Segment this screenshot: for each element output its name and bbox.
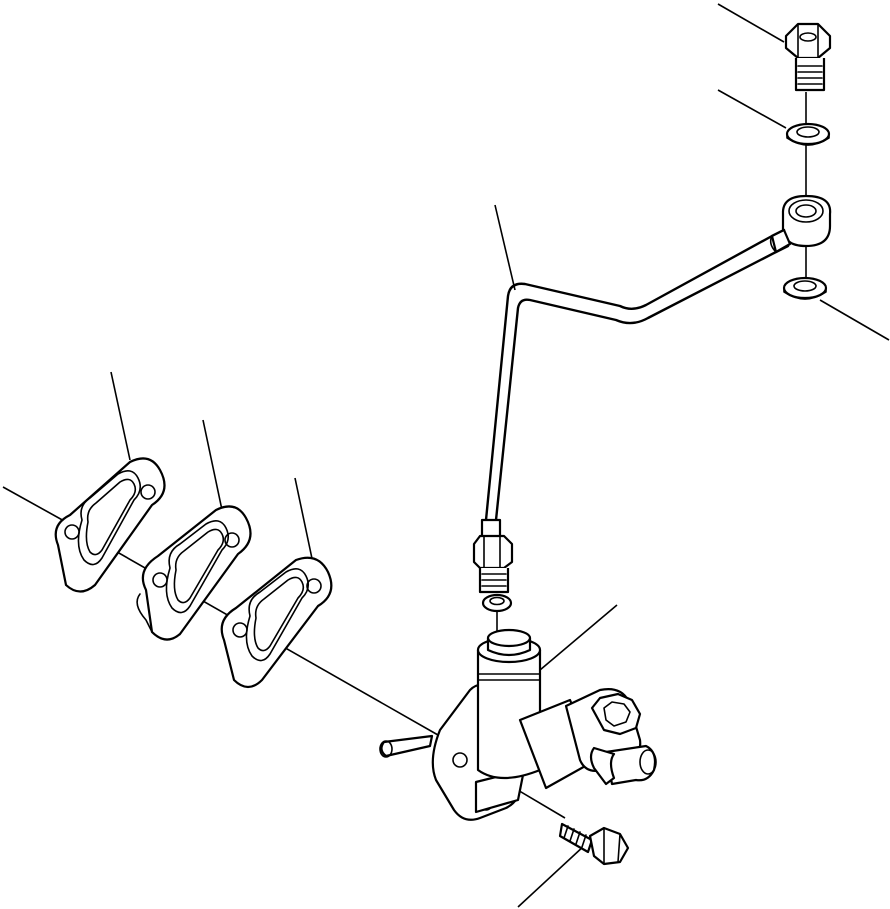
assembly-axis-lines <box>74 92 807 819</box>
flange-gasket-icon <box>136 505 252 641</box>
flare-nut-icon <box>472 534 514 594</box>
pump-body-icon <box>379 628 657 821</box>
sealing-washer-icon <box>782 276 828 300</box>
leader-lines <box>2 3 890 908</box>
leader-line-mounting-bolt <box>517 844 586 908</box>
hex-head-bolt-icon <box>558 822 630 866</box>
leader-line-gasket-1 <box>110 371 131 461</box>
leader-line-gasket-3 <box>294 477 315 569</box>
leader-line-feed-pump <box>539 604 618 671</box>
leader-line-upper-washer <box>717 89 787 129</box>
leader-line-gasket-2 <box>202 419 223 511</box>
ring-icon <box>481 593 513 613</box>
leader-line-banjo-bolt <box>717 3 785 43</box>
leader-line-fuel-pipe <box>494 204 516 291</box>
hex-head-bolt-icon <box>784 22 832 92</box>
banjo-eye-icon <box>781 194 832 248</box>
sealing-washer-icon <box>785 122 831 146</box>
leader-line-lower-washer <box>819 299 890 341</box>
flange-gasket-icon <box>54 457 166 593</box>
flange-gasket-icon <box>220 556 333 689</box>
bent-tube-icon <box>480 228 792 542</box>
